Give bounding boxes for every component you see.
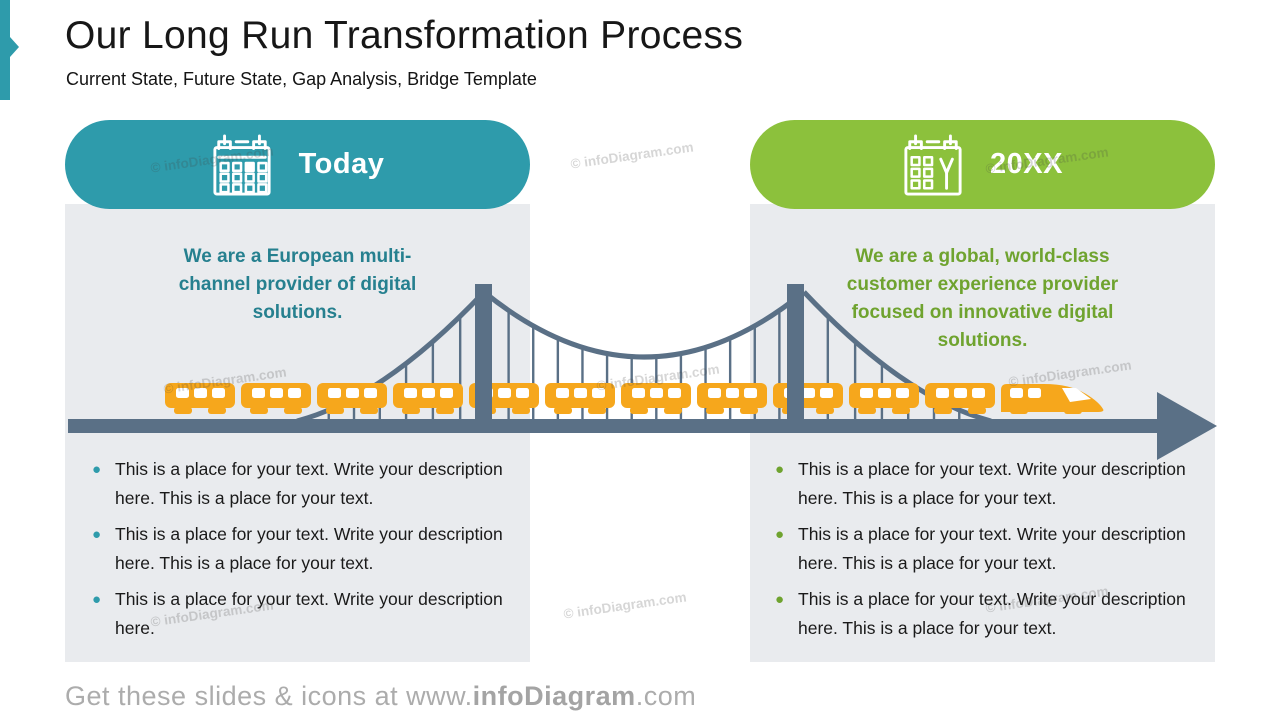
bullet-icon: ● [775,526,785,543]
watermark: © infoDiagram.com [562,589,688,622]
footer-suffix: .com [635,681,697,711]
list-item: ● This is a place for your text. Write y… [92,455,512,513]
calendar-year-icon [904,133,962,196]
bridge-deck-arrow-line [68,419,1160,433]
current-state-summary: We are a European multi-channel provider… [178,246,417,323]
future-state-summary: We are a global, world-class customer ex… [846,246,1119,351]
bullet-icon: ● [92,591,102,608]
footer-credit: Get these slides & icons at www.infoDiag… [65,681,696,712]
bridge-train-graphic [68,284,1217,460]
bullet-icon: ● [92,526,102,543]
today-header-pill: Today [65,120,530,209]
arrow-head-icon [1157,392,1217,460]
list-item: ● This is a place for your text. Write y… [775,585,1195,643]
future-header-pill: 20XX [750,120,1215,209]
bullet-icon: ● [92,461,102,478]
footer-prefix: Get these slides & icons at www. [65,681,473,711]
list-item: ● This is a place for your text. Write y… [775,520,1195,578]
watermark: © infoDiagram.com [569,139,695,172]
bullet-icon: ● [775,591,785,608]
footer-brand: infoDiagram [472,681,636,711]
accent-bar [0,0,10,100]
bridge-tower-right [787,284,804,433]
list-item: ● This is a place for your text. Write y… [92,520,512,578]
bullet-icon: ● [775,461,785,478]
future-state-bullet-list: ● This is a place for your text. Write y… [775,455,1195,650]
today-label: Today [298,148,385,180]
year-label: 20XX [990,148,1063,180]
page-subtitle: Current State, Future State, Gap Analysi… [66,69,537,89]
list-item: ● This is a place for your text. Write y… [92,585,512,643]
page-title: Our Long Run Transformation Process [65,14,744,57]
calendar-day-icon [213,133,271,196]
list-item: ● This is a place for your text. Write y… [775,455,1195,513]
current-state-bullet-list: ● This is a place for your text. Write y… [92,455,512,650]
accent-chevron-icon [10,37,19,57]
bridge-tower-left [475,284,492,433]
